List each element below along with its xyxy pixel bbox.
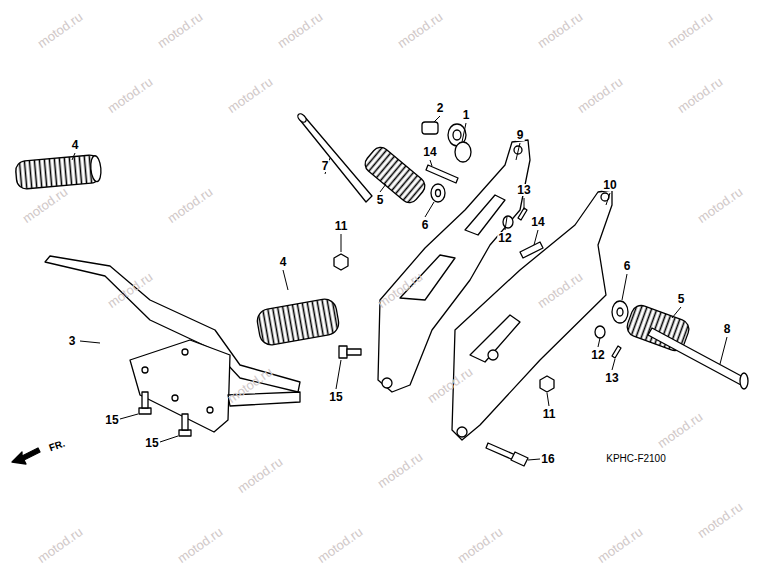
watermark: motod.ru — [315, 525, 364, 565]
watermark: motod.ru — [155, 10, 204, 50]
callout-number: 12 — [497, 232, 512, 244]
callout-number: 9 — [516, 129, 525, 141]
callout-number: 7 — [321, 160, 330, 172]
watermark: motod.ru — [105, 75, 154, 115]
callout-number: 1 — [462, 109, 471, 121]
watermark: motod.ru — [695, 185, 744, 225]
watermark: motod.ru — [165, 185, 214, 225]
watermark: motod.ru — [655, 410, 704, 450]
callout-number: 4 — [279, 256, 288, 268]
front-label: FR. — [47, 438, 67, 454]
watermark: motod.ru — [575, 75, 624, 115]
callout-number: 11 — [334, 220, 349, 232]
watermark: motod.ru — [20, 185, 69, 225]
callout-number: 16 — [540, 453, 555, 465]
callout-number: 5 — [376, 194, 385, 206]
callout-number: 15 — [328, 391, 343, 403]
callout-number: 12 — [590, 349, 605, 361]
watermark: motod.ru — [395, 10, 444, 50]
watermark: motod.ru — [35, 525, 84, 565]
callout-number: 14 — [422, 146, 437, 158]
callout-number: 10 — [602, 179, 617, 191]
callout-number: 2 — [436, 102, 445, 114]
callout-number: 11 — [542, 408, 557, 420]
watermark: motod.ru — [675, 75, 724, 115]
callout-number: 13 — [604, 372, 619, 384]
watermark: motod.ru — [595, 525, 644, 565]
callout-number: 15 — [104, 414, 119, 426]
watermark: motod.ru — [175, 525, 224, 565]
callout-number: 14 — [530, 216, 545, 228]
watermark: motod.ru — [235, 455, 284, 495]
callout-number: 3 — [68, 335, 77, 347]
watermark: motod.ru — [375, 450, 424, 490]
watermark: motod.ru — [535, 10, 584, 50]
watermark: motod.ru — [665, 10, 714, 50]
callout-number: 6 — [421, 219, 430, 231]
watermark: motod.ru — [225, 75, 274, 115]
callout-number: 13 — [516, 184, 531, 196]
watermark: motod.ru — [35, 10, 84, 50]
callout-number: 6 — [623, 260, 632, 272]
callout-number: 8 — [723, 323, 732, 335]
watermark: motod.ru — [275, 10, 324, 50]
watermark: motod.ru — [455, 525, 504, 565]
callout-number: 5 — [677, 293, 686, 305]
diagram-code: KPHC-F2100 — [605, 454, 666, 464]
callout-number: 15 — [144, 437, 159, 449]
watermark: motod.ru — [695, 500, 744, 540]
callout-number: 4 — [71, 139, 80, 151]
